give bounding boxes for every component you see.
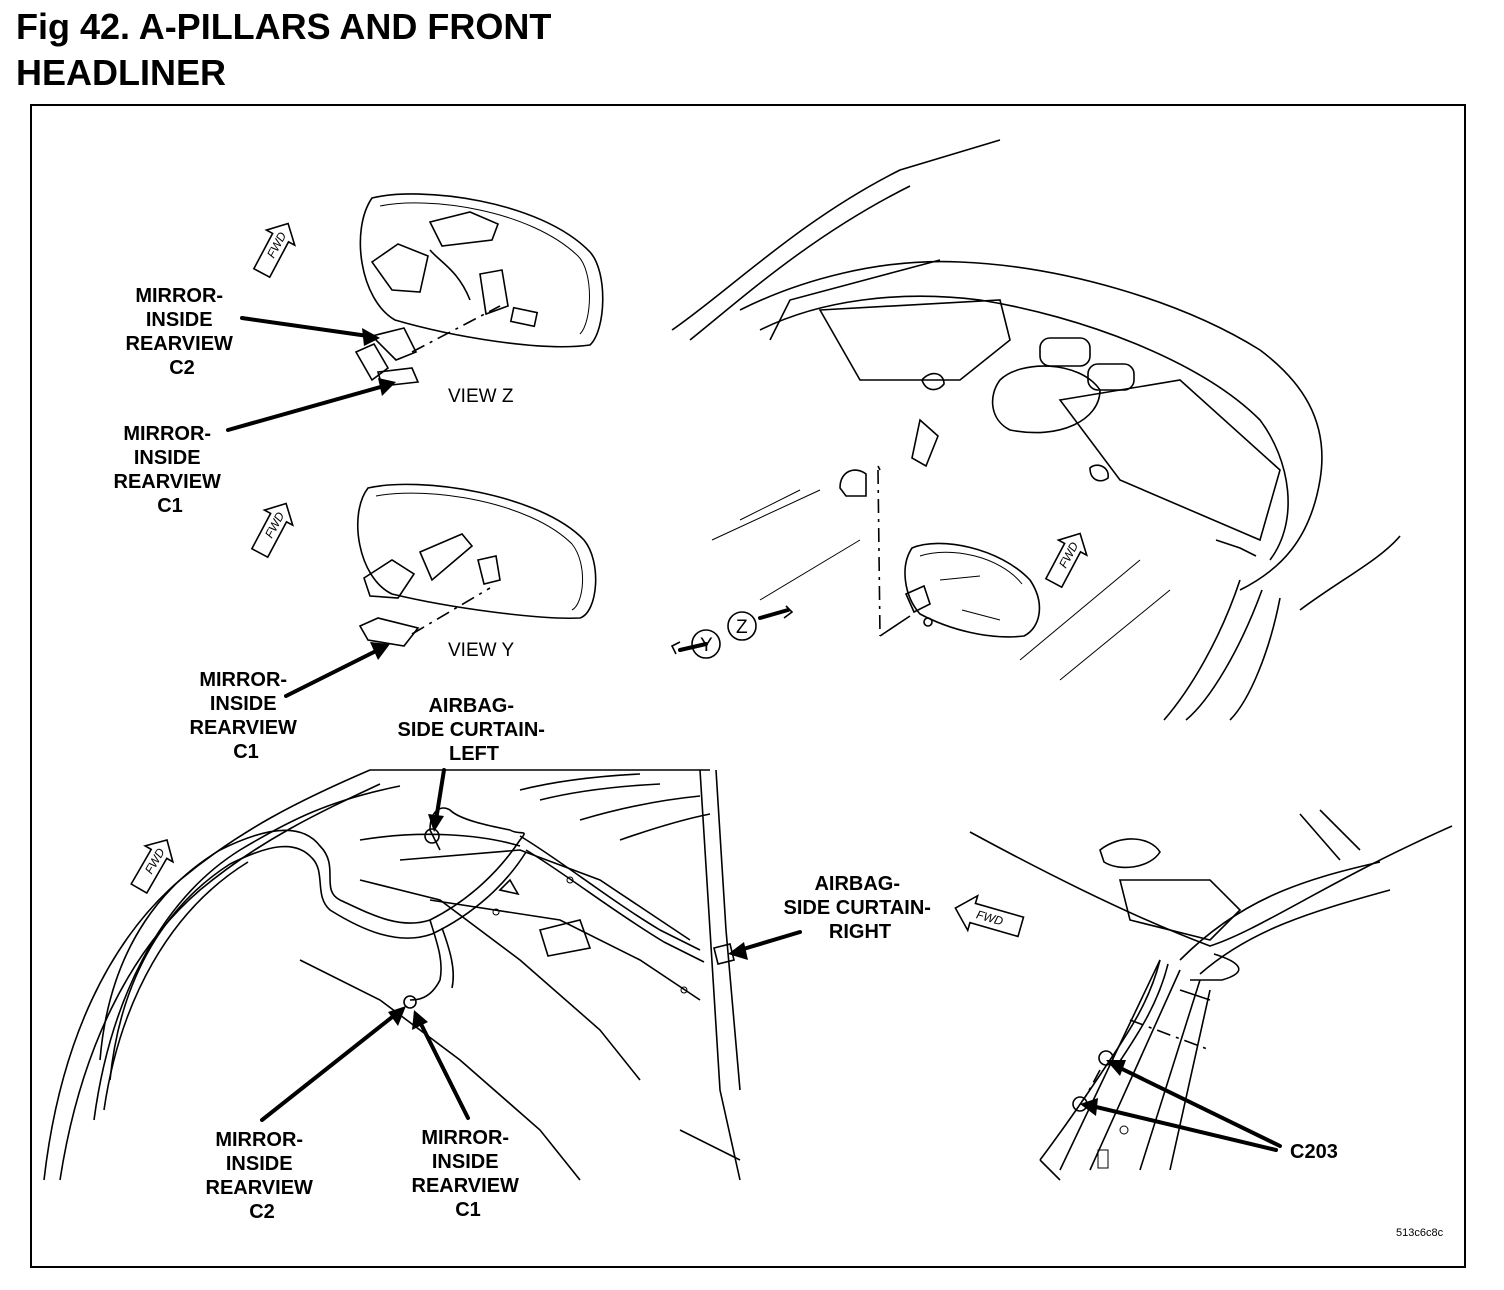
headliner-wiring-drawing <box>43 769 741 1181</box>
figure-code: 513c6c8c <box>1396 1227 1444 1239</box>
label-airbag-right: AIRBAG- SIDE CURTAIN- RIGHT <box>784 873 937 943</box>
mirror-view-y-drawing <box>356 483 597 647</box>
fwd-arrow-5: FWD <box>954 894 1025 938</box>
label-c203: C203 <box>1290 1141 1338 1163</box>
label-mirror-c1-bottom: MIRROR- INSIDE REARVIEW C1 <box>412 1127 525 1221</box>
fwd-arrow-1: FWD <box>252 222 297 279</box>
label-mirror-c1-mid: MIRROR- INSIDE REARVIEW C1 <box>190 669 303 763</box>
label-view-y: VIEW Y <box>448 640 514 661</box>
view-z-bubble <box>727 611 757 641</box>
fwd-arrow-3: FWD <box>1044 532 1089 589</box>
label-mirror-c1-top: MIRROR- INSIDE REARVIEW C1 <box>114 423 227 517</box>
figure-title-line-1: Fig 42. A-PILLARS AND FRONT <box>16 6 552 47</box>
view-callouts <box>670 605 794 655</box>
fwd-label-2: FWD <box>262 509 287 540</box>
label-airbag-left: AIRBAG- SIDE CURTAIN- LEFT <box>398 695 551 765</box>
fwd-label-4: FWD <box>142 845 168 876</box>
headliner-drawing <box>671 139 1401 721</box>
fwd-label-3: FWD <box>1056 539 1081 570</box>
figure-title: Fig 42. A-PILLARS AND FRONT HEADLINER <box>16 4 916 96</box>
view-y-bubble <box>691 629 721 659</box>
label-view-z: VIEW Z <box>448 386 514 407</box>
view-z-letter: Z <box>736 617 748 638</box>
fwd-arrow-2: FWD <box>250 502 295 559</box>
label-mirror-c2-bottom: MIRROR- INSIDE REARVIEW C2 <box>206 1129 319 1223</box>
view-y-letter: Y <box>700 635 713 656</box>
fwd-label-1: FWD <box>264 229 289 260</box>
a-pillar-drawing <box>969 809 1453 1181</box>
label-mirror-c2-top: MIRROR- INSIDE REARVIEW C2 <box>126 285 239 379</box>
mirror-view-z-drawing <box>354 193 604 387</box>
diagram-frame <box>30 104 1466 1268</box>
figure-title-line-2: HEADLINER <box>16 52 227 93</box>
leader-arrows <box>226 316 1282 1152</box>
